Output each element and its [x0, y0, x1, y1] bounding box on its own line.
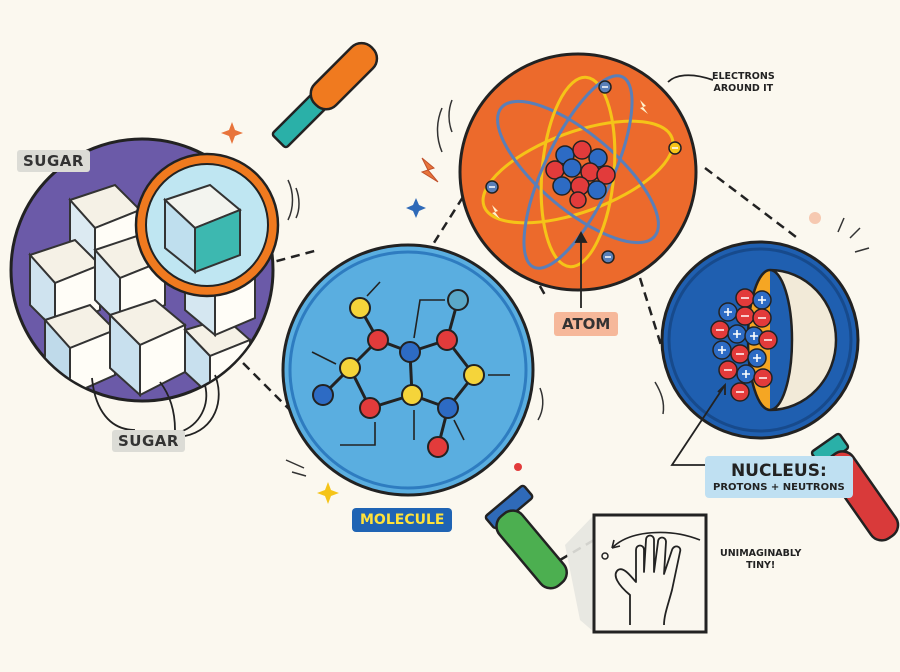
sugar-cube-icon [108, 298, 187, 398]
electrons-arrow [667, 74, 714, 83]
electrons-note-line2: AROUND IT [713, 82, 774, 94]
sugar-arrows [91, 374, 220, 437]
molecule-atoms [312, 289, 485, 458]
lightning-icon [420, 157, 439, 183]
lightning-icon [492, 100, 648, 219]
nucleons [710, 288, 778, 402]
sugar-cube-icon [163, 183, 242, 275]
atom-circle [458, 52, 698, 308]
tiny-dot [601, 552, 609, 560]
atom-arrow [574, 231, 588, 308]
nucleus-arrow [670, 382, 726, 466]
sparkle-icon [317, 482, 339, 504]
magnifier-icon [134, 41, 379, 298]
electron-minus [489, 86, 678, 258]
nucleus-label: NUCLEUS: PROTONS + NEUTRONS [705, 456, 853, 498]
sugar-label-top: SUGAR [17, 150, 90, 172]
atom-label: ATOM [554, 312, 619, 336]
molecule-label: MOLECULE [352, 508, 453, 532]
proton-icon [718, 296, 766, 378]
sugar-circle [9, 137, 275, 403]
nucleus-magnifier [660, 240, 900, 542]
sparkle-icon [221, 122, 243, 144]
nucleus-label-sub: PROTONS + NEUTRONS [713, 482, 845, 493]
molecule-arrows [311, 281, 510, 446]
electrons-note-line1: ELECTRONS [712, 71, 775, 82]
hand-inset [592, 513, 708, 634]
decor-dot [809, 212, 821, 224]
neutron-icon [716, 297, 772, 393]
motion-lines [285, 99, 870, 477]
inset-beam [565, 515, 594, 632]
tiny-note-line2: TINY! [746, 559, 776, 571]
tiny-arrow [611, 531, 701, 549]
electrons-note: ELECTRONS AROUND IT [712, 71, 775, 95]
molecule-magnifier [281, 243, 568, 590]
atom-nucleus [545, 140, 616, 209]
nucleus-label-title: NUCLEUS: [730, 461, 827, 481]
sparkle-icon [406, 198, 426, 218]
tiny-note-line1: UNIMAGINABLY [720, 548, 802, 559]
hand-icon [614, 534, 682, 626]
sugar-label-bottom: SUGAR [112, 430, 185, 452]
tiny-note: UNIMAGINABLY TINY! [720, 548, 801, 572]
decor-dot [514, 463, 522, 471]
